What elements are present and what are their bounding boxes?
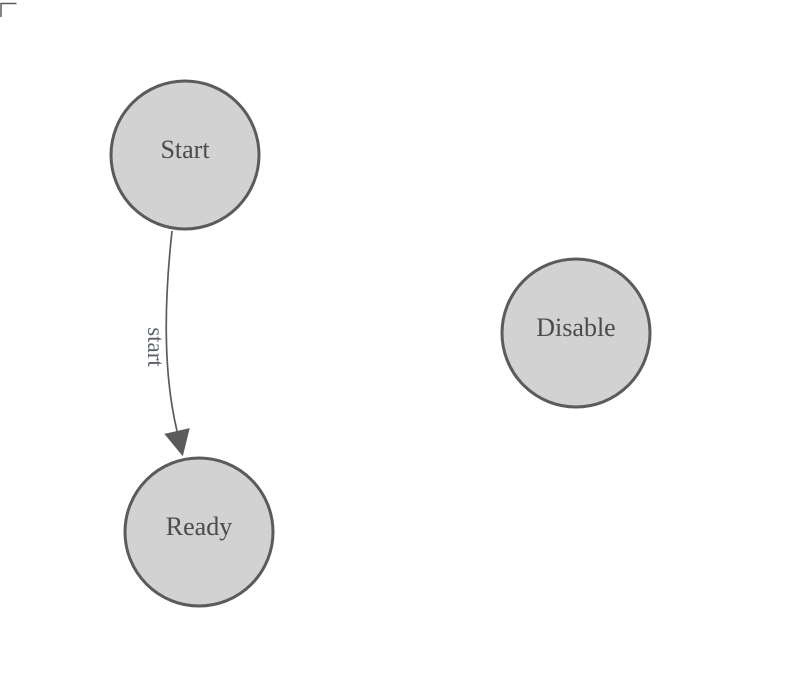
state-node-disable[interactable]: Disable: [500, 257, 652, 409]
state-node-ready-circle[interactable]: [123, 456, 275, 608]
state-node-ready[interactable]: Ready: [123, 456, 275, 608]
state-node-disable-circle[interactable]: [500, 257, 652, 409]
canvas-corner-mark: [0, 2, 17, 17]
state-node-start[interactable]: Start: [109, 79, 261, 231]
state-node-disable-label: Disable: [536, 313, 615, 342]
edge-arrowhead-icon: [164, 428, 190, 457]
state-node-start-label: Start: [160, 135, 210, 164]
edge-label[interactable]: start: [143, 327, 168, 367]
edge-start-to-ready[interactable]: start: [143, 230, 190, 457]
state-node-start-circle[interactable]: [109, 79, 261, 231]
edge-path[interactable]: [165, 230, 178, 432]
state-node-ready-label: Ready: [166, 512, 232, 541]
